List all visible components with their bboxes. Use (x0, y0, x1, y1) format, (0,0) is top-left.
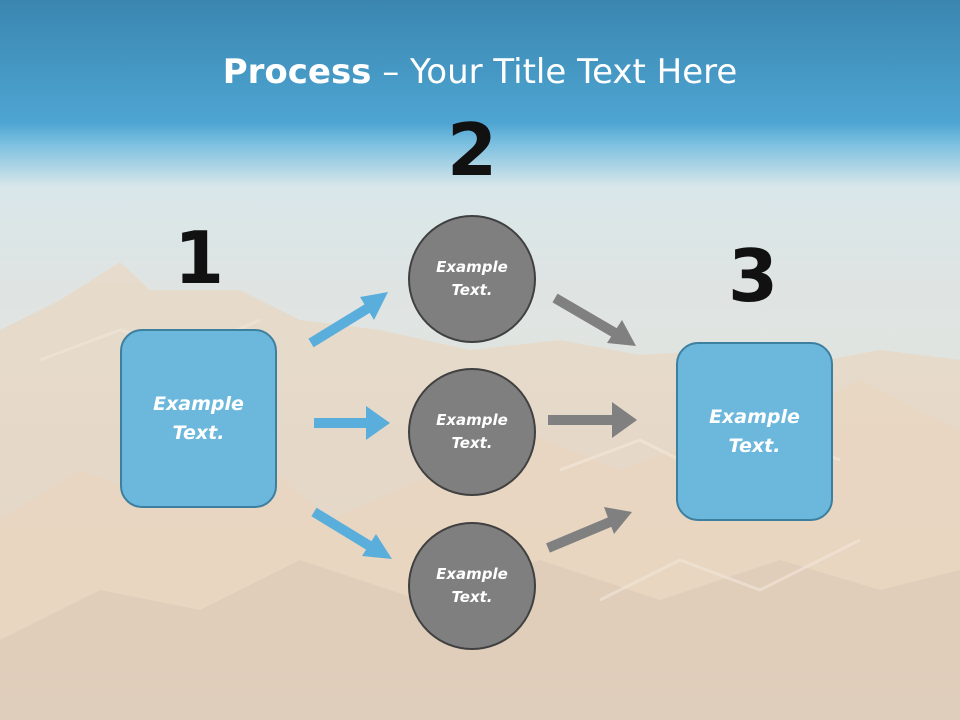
start-box-line2: Text. (172, 421, 225, 444)
title-rest: – Your Title Text Here (371, 52, 738, 92)
arrow-top-to-right (552, 293, 636, 346)
circle-bottom-line2: Text. (451, 588, 493, 606)
step-number-3: 3 (727, 234, 779, 318)
circle-middle-line2: Text. (451, 434, 493, 452)
end-box-line2: Text. (728, 434, 781, 457)
circle-bottom-line1: Example (436, 565, 508, 583)
slide-title: Process – Your Title Text Here (0, 52, 960, 92)
arrow-left-to-top (308, 292, 388, 348)
arrow-left-to-middle (314, 406, 390, 440)
start-box-line1: Example (153, 392, 244, 415)
arrow-bottom-to-right (546, 507, 632, 553)
end-box-line1: Example (709, 405, 800, 428)
circle-top-line2: Text. (451, 281, 493, 299)
arrow-left-to-bottom (311, 507, 392, 559)
arrow-middle-to-right (548, 402, 637, 438)
step-number-2: 2 (446, 108, 498, 192)
title-bold: Process (222, 52, 372, 92)
step-number-1: 1 (173, 216, 225, 300)
circle-top-line1: Example (436, 258, 508, 276)
circle-middle-line1: Example (436, 411, 508, 429)
